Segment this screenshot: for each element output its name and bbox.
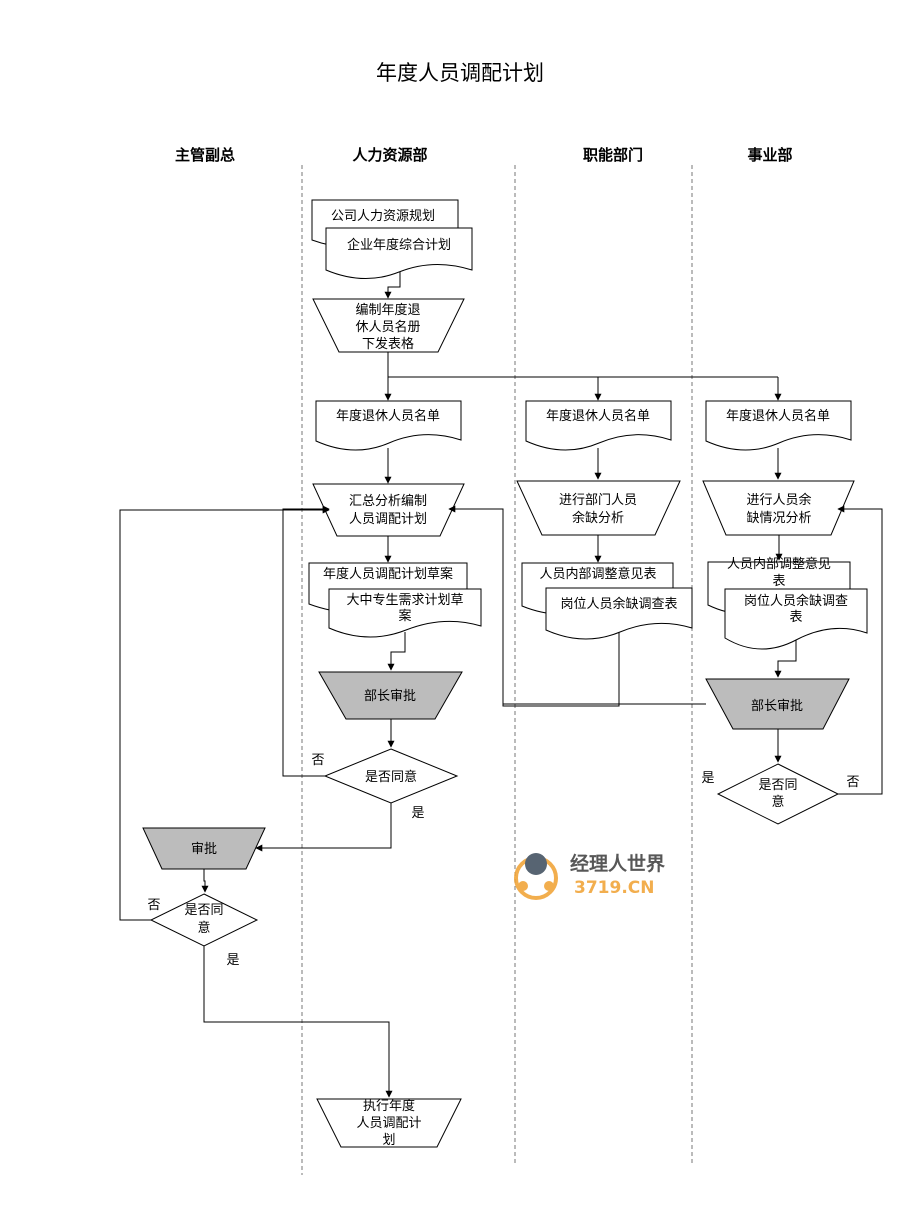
svg-text:表: 表 (772, 574, 785, 589)
svg-text:年度退休人员名单: 年度退休人员名单 (336, 408, 440, 424)
svg-text:岗位人员余缺调查表: 岗位人员余缺调查表 (560, 596, 677, 612)
label-hr-no: 否 (311, 753, 324, 768)
decision-hr-agree: 是否同意 (323, 748, 459, 804)
lane-header-vp: 主管副总 (175, 146, 235, 164)
svg-text:进行人员余: 进行人员余 (746, 492, 811, 508)
svg-text:人员内部调整意见表: 人员内部调整意见表 (539, 566, 656, 582)
svg-text:进行部门人员: 进行部门人员 (559, 493, 637, 508)
svg-text:部长审批: 部长审批 (364, 689, 416, 704)
svg-text:执行年度: 执行年度 (363, 1098, 415, 1114)
svg-text:公司人力资源规划: 公司人力资源规划 (331, 209, 435, 224)
svg-text:案: 案 (398, 609, 411, 624)
label-hr-yes: 是 (411, 806, 424, 821)
svg-text:年度人员调配计划草案: 年度人员调配计划草案 (323, 566, 453, 582)
label-vp-yes: 是 (226, 953, 239, 968)
svg-text:意: 意 (771, 794, 784, 810)
doc-business-survey: 岗位人员余缺调查 表 (724, 588, 868, 650)
svg-text:是否同: 是否同 (184, 903, 223, 918)
page-title: 年度人员调配计划 (376, 61, 544, 85)
svg-text:划: 划 (382, 1133, 395, 1148)
svg-text:汇总分析编制: 汇总分析编制 (349, 494, 427, 509)
svg-text:审批: 审批 (191, 842, 217, 857)
doc-college-plan: 大中专生需求计划草 案 (328, 588, 482, 638)
process-compile-retiree-list: 编制年度退 休人员名册 下发表格 (312, 298, 465, 353)
label-business-yes: 是 (701, 771, 714, 786)
lane-header-functional: 职能部门 (583, 146, 643, 164)
svg-text:余缺分析: 余缺分析 (572, 510, 624, 526)
svg-text:人员调配计: 人员调配计 (356, 1116, 421, 1131)
process-business-analysis: 进行人员余 缺情况分析 (702, 480, 855, 536)
watermark-logo: 经理人世界 3719.CN (514, 852, 665, 900)
doc-functional-retiree-list: 年度退休人员名单 (525, 400, 672, 451)
svg-text:人员调配计划: 人员调配计划 (349, 512, 427, 527)
watermark-en: 3719.CN (574, 878, 654, 898)
watermark-cn: 经理人世界 (570, 852, 665, 875)
svg-text:岗位人员余缺调查: 岗位人员余缺调查 (744, 593, 848, 609)
svg-text:缺情况分析: 缺情况分析 (746, 511, 811, 526)
process-execute-plan: 执行年度 人员调配计 划 (316, 1098, 462, 1148)
process-business-minister-approval: 部长审批 (705, 678, 850, 730)
doc-functional-survey: 岗位人员余缺调查表 (545, 587, 693, 640)
label-business-no: 否 (846, 775, 859, 790)
svg-text:是否同意: 是否同意 (365, 769, 417, 785)
process-hr-minister-approval: 部长审批 (318, 671, 463, 720)
process-functional-analysis: 进行部门人员 余缺分析 (516, 480, 681, 536)
svg-text:是否同: 是否同 (758, 778, 797, 793)
process-vp-approval: 审批 (142, 827, 266, 870)
svg-text:休人员名册: 休人员名册 (355, 319, 420, 335)
svg-text:人员内部调整意见: 人员内部调整意见 (727, 556, 831, 572)
label-vp-no: 否 (147, 898, 160, 913)
doc-business-retiree-list: 年度退休人员名单 (705, 400, 852, 451)
decision-business-agree: 是否同 意 (716, 763, 840, 825)
svg-text:大中专生需求计划草: 大中专生需求计划草 (346, 593, 463, 608)
svg-text:下发表格: 下发表格 (362, 336, 414, 352)
lane-dividers (301, 165, 693, 1175)
decision-vp-agree: 是否同 意 (149, 893, 259, 947)
svg-text:年度退休人员名单: 年度退休人员名单 (546, 408, 650, 424)
lane-header-business: 事业部 (747, 146, 792, 164)
svg-text:企业年度综合计划: 企业年度综合计划 (347, 237, 451, 253)
svg-text:表: 表 (789, 610, 802, 625)
svg-text:年度退休人员名单: 年度退休人员名单 (726, 408, 830, 424)
lane-header-hr: 人力资源部 (352, 146, 427, 164)
svg-text:意: 意 (197, 920, 210, 936)
svg-text:部长审批: 部长审批 (751, 699, 803, 714)
svg-text:编制年度退: 编制年度退 (355, 302, 420, 318)
doc-annual-plan: 企业年度综合计划 (325, 227, 473, 280)
process-summarize-plan: 汇总分析编制 人员调配计划 (312, 483, 465, 537)
doc-hr-retiree-list: 年度退休人员名单 (315, 400, 462, 451)
